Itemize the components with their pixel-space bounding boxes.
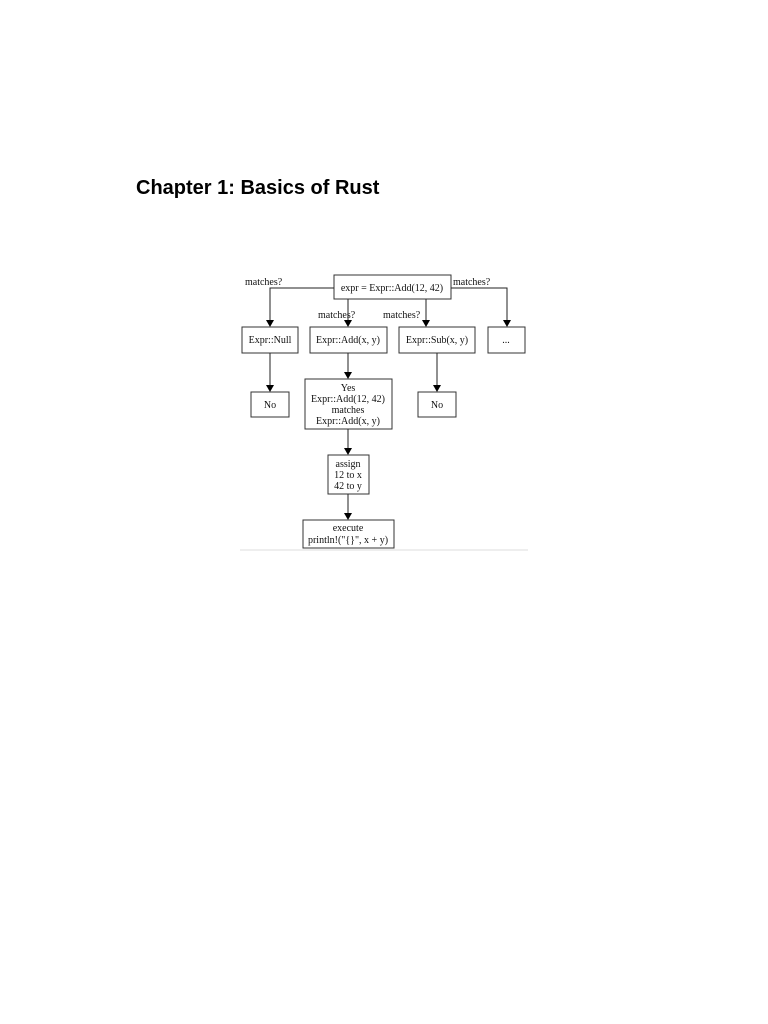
edge-label-center-left: matches?	[318, 310, 356, 321]
pattern-add-text: Expr::Add(x, y)	[316, 335, 380, 346]
execute-box	[302, 519, 395, 549]
edge-root-more	[451, 287, 508, 321]
arrowhead	[266, 320, 274, 327]
assign-line-2: 12 to x	[334, 470, 362, 481]
arrowhead	[266, 385, 274, 392]
root-box	[333, 274, 452, 300]
execute-line-2: println!("{}", x + y)	[308, 535, 388, 546]
chapter-title: Chapter 1: Basics of Rust	[136, 177, 380, 199]
assign-line-3: 42 to y	[334, 481, 362, 492]
yes-line-2: Expr::Add(12, 42)	[311, 394, 385, 405]
yes-box	[304, 378, 393, 430]
arrowhead	[422, 320, 430, 327]
yes-line-3: matches	[332, 405, 365, 416]
pattern-null-text: Expr::Null	[249, 335, 292, 346]
arrowhead	[344, 372, 352, 379]
arrowhead	[503, 320, 511, 327]
edge-label-right: matches?	[453, 277, 491, 288]
pattern-sub-text: Expr::Sub(x, y)	[406, 335, 468, 346]
no-right-text: No	[431, 400, 443, 411]
execute-line-1: execute	[333, 523, 364, 534]
edge-label-center-right: matches?	[383, 310, 421, 321]
assign-box	[327, 454, 370, 495]
assign-line-1: assign	[336, 459, 361, 470]
pattern-null-box	[241, 326, 299, 354]
yes-line-1: Yes	[341, 383, 356, 394]
edge-label-left: matches?	[245, 277, 283, 288]
arrowhead	[344, 513, 352, 520]
no-right-box	[417, 391, 457, 418]
root-text: expr = Expr::Add(12, 42)	[341, 283, 443, 294]
arrowhead	[344, 448, 352, 455]
arrowhead	[344, 320, 352, 327]
edge-root-null	[269, 287, 334, 321]
arrowhead	[433, 385, 441, 392]
no-left-box	[250, 391, 290, 418]
no-left-text: No	[264, 400, 276, 411]
pattern-more-text: ...	[502, 335, 510, 346]
yes-line-4: Expr::Add(x, y)	[316, 416, 380, 427]
pattern-more-box	[487, 326, 526, 354]
